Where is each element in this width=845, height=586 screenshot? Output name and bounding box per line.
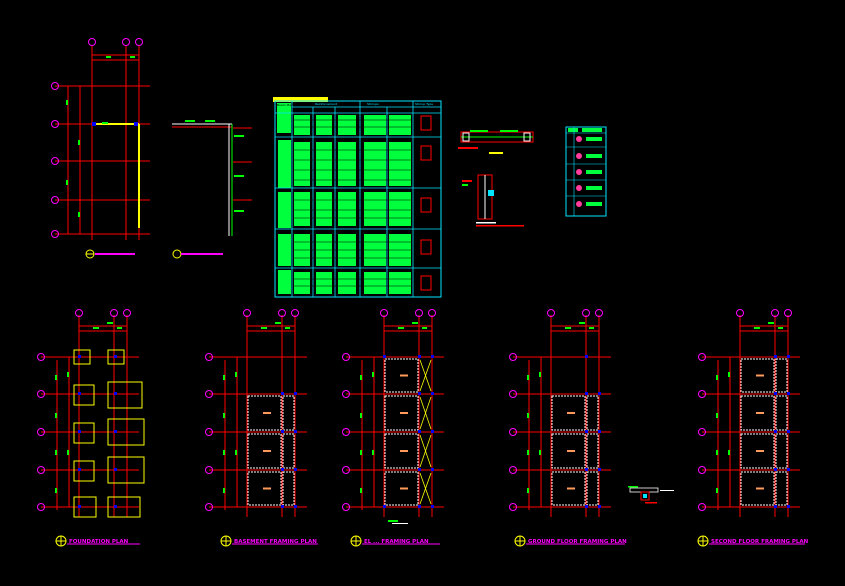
table-header-beam-mark: Beam Mark bbox=[277, 103, 294, 107]
connection-detail bbox=[628, 486, 674, 504]
beam-detail-horizontal bbox=[458, 130, 534, 154]
top-left-title bbox=[85, 249, 135, 259]
basement-framing-plan bbox=[205, 309, 307, 517]
second-floor-framing-plan bbox=[698, 309, 800, 517]
ground-plan-title: GROUND FLOOR FRAMING PLAN bbox=[514, 535, 627, 547]
basement-plan-label: BASEMENT FRAMING PLAN bbox=[234, 539, 317, 545]
foundation-plan-label: FOUNDATION PLAN bbox=[69, 539, 129, 545]
top-left-bubbles bbox=[51, 38, 143, 238]
second-plan-label: SECOND FLOOR FRAMING PLAN bbox=[711, 539, 809, 545]
top-left-plan bbox=[51, 38, 150, 259]
table-gridlines bbox=[275, 101, 441, 297]
ground-floor-framing-plan bbox=[509, 309, 611, 517]
bottom-plans bbox=[37, 309, 800, 518]
table-fill-blocks bbox=[277, 103, 291, 294]
table-header-reinforcement: Reinforcement bbox=[315, 102, 338, 106]
basement-plan-title: BASEMENT FRAMING PLAN bbox=[220, 535, 318, 547]
level-plan-small-note bbox=[388, 520, 408, 524]
table-stirrup-icons bbox=[420, 115, 432, 291]
beam-schedule-table: Beam Mark Reinforcement Stirrups Stirrup… bbox=[273, 97, 442, 298]
foundation-plan-title: FOUNDATION PLAN bbox=[55, 535, 140, 547]
top-left-dims bbox=[66, 56, 135, 217]
level-plan-title: EL ... FRAMING PLAN bbox=[350, 535, 440, 547]
legend-table bbox=[565, 126, 607, 217]
level-framing-plan bbox=[342, 309, 444, 517]
table-header-stirrups: Stirrups bbox=[367, 102, 379, 106]
top-left-beams bbox=[92, 123, 140, 228]
beam-detail-vertical bbox=[462, 174, 524, 227]
table-row-lines bbox=[294, 119, 411, 287]
level-plan-label: EL ... FRAMING PLAN bbox=[364, 539, 429, 545]
ground-plan-label: GROUND FLOOR FRAMING PLAN bbox=[528, 539, 627, 545]
foundation-framing-plan bbox=[37, 309, 145, 518]
section-detail bbox=[172, 120, 252, 259]
second-plan-title: SECOND FLOOR FRAMING PLAN bbox=[697, 535, 809, 547]
table-header-stirrup-type: Stirrup Type bbox=[415, 102, 433, 106]
